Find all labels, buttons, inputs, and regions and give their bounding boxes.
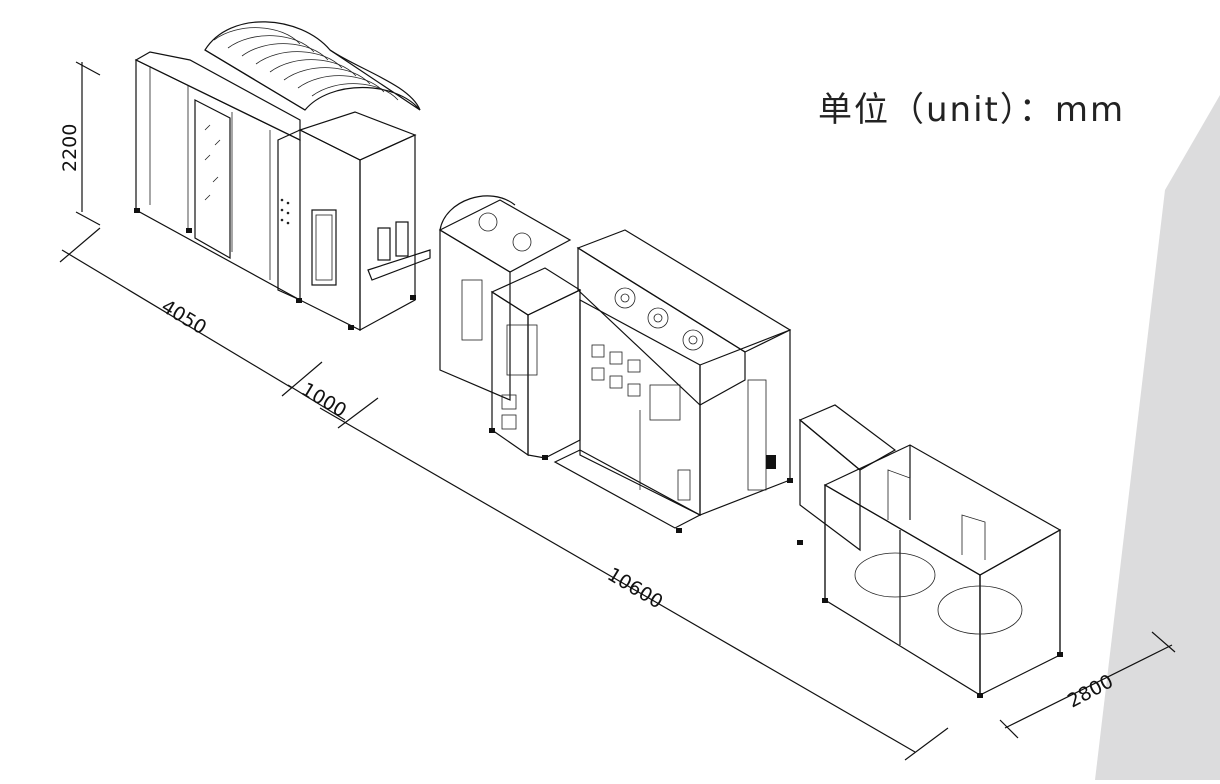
drum-cylinder (204, 21, 421, 111)
gap-length-label: 1000 (297, 378, 350, 422)
dimension-labels: 2200 4050 1000 10600 2800 (59, 124, 1117, 713)
background-panel (1095, 95, 1220, 780)
dimension-lines (59, 61, 1176, 761)
drum-machine (134, 21, 431, 332)
central-machine (438, 195, 793, 533)
height-label: 2200 (59, 124, 81, 172)
unit-label: 单位（unit）：mm (818, 90, 1126, 130)
mesh-cage-machine (797, 404, 1063, 698)
total-length-label: 10600 (603, 563, 666, 613)
section-length-label: 4050 (157, 295, 210, 339)
